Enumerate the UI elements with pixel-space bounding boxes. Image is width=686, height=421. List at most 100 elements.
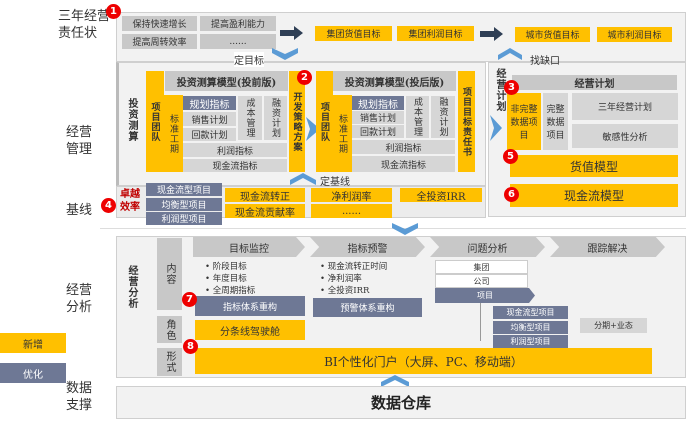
standard-period-post: 标准工期: [333, 95, 352, 172]
city-profit-target: 城市利润目标: [597, 27, 672, 42]
standard-period: 标准工期: [164, 95, 183, 172]
ptype-cash: 现金流型项目: [493, 306, 568, 319]
investment-title: 投资测算: [126, 98, 137, 142]
analysis-title: 经营分析: [126, 265, 137, 309]
bullet: • 净利润率: [320, 274, 362, 284]
profit-indicator-post: 利润指标: [352, 140, 455, 154]
bullet: • 年度目标: [205, 274, 247, 284]
ptype-balanced: 均衡型项目: [493, 321, 568, 334]
chevron-up-icon: [290, 173, 316, 185]
collection-plan: 回款计划: [183, 128, 236, 141]
arrow-right-icon: [480, 27, 503, 41]
metric-cash-contribution: 现金流贡献率: [225, 204, 305, 219]
warn-bullets: • 现金流转正时间 • 净利润率 • 全投资IRR: [320, 261, 387, 297]
cash-indicator-post: 现金流指标: [352, 156, 455, 172]
sales-plan-post: 销售计划: [352, 111, 404, 124]
badge-5: 5: [503, 149, 518, 164]
profit-indicator: 利润指标: [183, 143, 287, 157]
legend-optimize: 优化: [0, 363, 66, 383]
legend-new: 新增: [0, 333, 66, 353]
plan-indicator: 规划指标: [183, 96, 236, 111]
content-label: 内容: [157, 238, 182, 310]
chevron-right-icon: [490, 115, 502, 141]
collection-plan-post: 回款计划: [352, 125, 404, 138]
row-label-responsibility: 三年经营责任状: [58, 9, 111, 41]
plan-header: 经营计划: [512, 75, 677, 90]
ptype-profit: 利润型项目: [493, 335, 568, 348]
badge-8: 8: [183, 339, 198, 354]
warning-rebuild: 预警体系重构: [313, 298, 422, 317]
metric-net-profit: 净利润率: [311, 188, 392, 203]
complete-data-project: 完整数据项目: [543, 93, 568, 150]
chevron-down-icon: [272, 48, 298, 60]
indicator-rebuild: 指标体系重构: [195, 296, 305, 316]
cash-indicator: 现金流指标: [183, 159, 287, 172]
value-model: 货值模型: [510, 155, 678, 177]
goal-turnover: 提高周转效率: [122, 34, 197, 49]
project-team: 项目团队: [146, 71, 164, 172]
badge-6: 6: [504, 187, 519, 202]
three-year-plan: 三年经营计划: [572, 93, 678, 120]
post-model-title: 投资测算模型(投后版): [333, 71, 456, 91]
chevron-down-icon: [392, 223, 418, 235]
excellence-efficiency: 卓越效率: [120, 189, 140, 213]
monitor-bullets: • 阶段目标 • 年度目标 • 全周期指标: [205, 261, 255, 297]
group-value-target: 集团货值目标: [315, 26, 392, 41]
badge-4: 4: [101, 198, 116, 213]
cockpit: 分条线驾驶舱: [195, 320, 305, 340]
metric-cash-positive: 现金流转正: [225, 188, 305, 203]
plan-title: 经营计划: [494, 68, 505, 112]
role-label: 角色: [157, 316, 182, 343]
goal-growth: 保持快速增长: [122, 16, 197, 31]
arrow-right-icon: [280, 26, 303, 40]
step-problem: 问题分析: [430, 237, 545, 257]
dev-strategy: 开发策略方案: [289, 71, 305, 172]
bullet: • 全周期指标: [205, 286, 256, 296]
level-group: 集团: [435, 260, 528, 274]
plan-indicator-post: 规划指标: [352, 96, 404, 111]
level-company: 公司: [435, 274, 528, 288]
goal-more: ......: [200, 34, 276, 49]
step-track: 跟踪解决: [550, 237, 665, 257]
step-warning: 指标预警: [310, 237, 425, 257]
row-label-baseline: 基线: [66, 203, 93, 218]
incomplete-data-project: 非完整数据项目: [507, 93, 541, 150]
data-warehouse: 数据仓库: [116, 386, 686, 419]
split-by-phase: 分期+业态: [580, 318, 647, 333]
badge-2: 2: [297, 70, 312, 85]
chevron-up-icon: [381, 375, 409, 387]
goal-profit: 提高盈利能力: [200, 16, 276, 31]
type-profit: 利润型项目: [146, 212, 222, 225]
row-label-data: 数据支撑: [66, 381, 93, 413]
metric-irr: 全投资IRR: [400, 188, 482, 203]
badge-7: 7: [182, 292, 197, 307]
bullet: • 阶段目标: [205, 262, 247, 272]
bullet: • 现金流转正时间: [320, 262, 388, 272]
pre-model-title: 投资测算模型(投前版): [165, 71, 288, 91]
bullet: • 全投资IRR: [320, 286, 370, 296]
tree-line: [480, 303, 481, 341]
type-balanced: 均衡型项目: [146, 198, 222, 211]
set-target-label: 定目标: [234, 52, 264, 67]
metric-more: ......: [311, 204, 392, 218]
step-monitor: 目标监控: [193, 237, 305, 257]
bi-portal: BI个性化门户（大屏、PC、移动端）: [195, 348, 652, 374]
form-label: 形式: [157, 348, 182, 376]
row-label-management: 经营管理: [66, 125, 93, 157]
chevron-right-icon: [306, 117, 320, 141]
city-value-target: 城市货值目标: [515, 27, 590, 42]
finance-plan-post: 融资计划: [431, 96, 455, 138]
badge-1: 1: [106, 4, 121, 19]
project-team-post: 项目团队: [316, 71, 333, 172]
sales-plan: 销售计划: [183, 112, 236, 126]
set-baseline-label: 定基线: [320, 177, 350, 188]
group-profit-target: 集团利润目标: [397, 26, 474, 41]
cash-model: 现金流模型: [510, 184, 678, 207]
target-responsibility-letter: 项目目标责任书: [458, 71, 475, 172]
find-gap-label: 找缺口: [530, 56, 560, 67]
cost-management: 成本管理: [238, 96, 262, 140]
row-label-analysis: 经营分析: [66, 283, 93, 315]
badge-3: 3: [504, 80, 519, 95]
type-cash: 现金流型项目: [146, 183, 222, 196]
level-project: 项目: [435, 288, 535, 303]
